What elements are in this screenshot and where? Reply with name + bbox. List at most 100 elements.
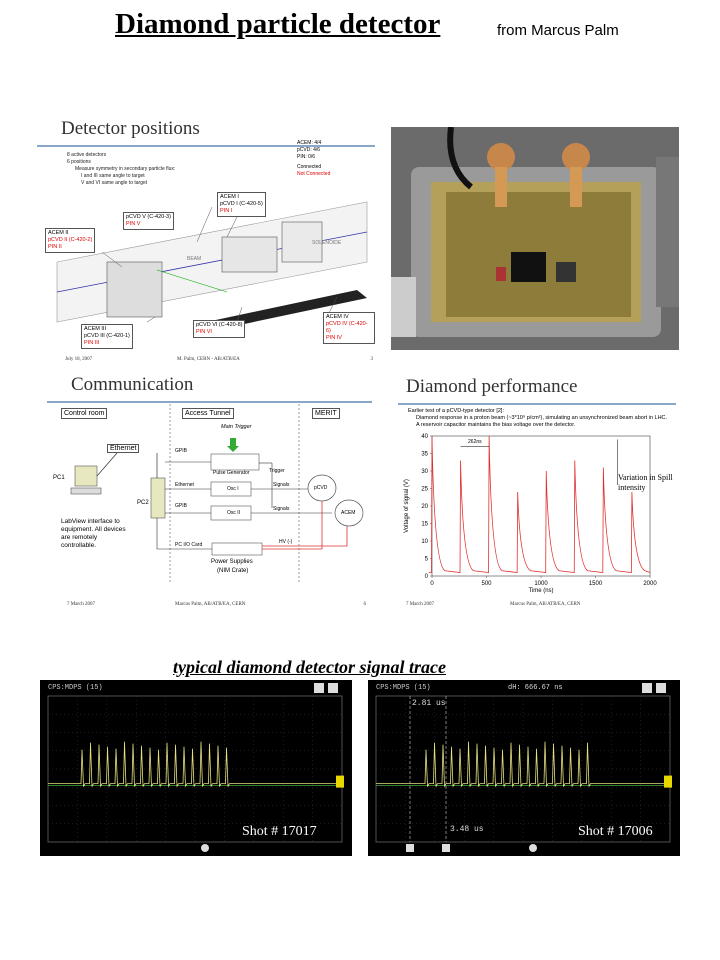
labview-note: LabView interface to equipment. All devi… [61,518,126,549]
signal-trace [48,741,342,787]
x-tick-label: 1500 [589,581,603,587]
y-tick-label: 0 [425,574,429,580]
box-line: ACEM III [84,326,107,332]
scope-screen [375,695,672,852]
detector-box-acem2: ACEM II pCVD II (C-420-2) PIN II [45,228,96,253]
box-line: ACEM II [48,230,69,236]
box-line: PIN VI [196,329,212,335]
box-line: PIN I [220,208,233,214]
y-tick-label: 40 [421,434,428,440]
y-tick-label: 20 [421,504,428,510]
divider [398,403,676,405]
box-line: pCVD I (C-420-5) [220,201,263,207]
ethernet-label: Ethernet [175,482,194,488]
box-line: ACEM IV [326,314,349,320]
x-tick-label: 500 [481,581,492,587]
detector-board-image [391,127,679,350]
trigger-marker [201,844,209,852]
zoom-in-icon[interactable] [314,683,324,693]
scope-screen [47,695,344,852]
slide-footer-right: 6 [363,602,367,607]
shot-number: Shot # 17017 [242,824,317,839]
pc1-label: PC1 [53,475,65,481]
bullet: 8 active detectors [67,152,107,158]
bullet: I and III same angle to target [81,173,145,179]
slide-title: Diamond performance [406,376,578,397]
signals-label: Signals [273,482,290,488]
pcvd-label: pCVD [314,485,328,491]
pc2-label: PC2 [137,500,149,506]
box-line: PIN III [84,340,100,346]
trigger-label: Trigger [269,468,285,474]
scope-trace-2: CPS:MDPS (15) dH: 666.67 ns 2.81 us 3.48… [368,680,680,856]
slide-footer-mid: M. Palm, CERN - AB/ATB/EA [177,357,240,362]
legend-item: Connected [297,164,322,170]
bullet: Diamond response in a proton beam (~3*10… [416,415,668,421]
pc-io-label: PC I/O Card [175,542,203,548]
cursor-handle [406,844,414,852]
section-control-room: Control room [61,408,108,419]
slide-footer-mid: Marcus Palm, AB/ATB/EA, CERN [175,602,246,607]
bullet: A reservoir capacitor maintains the bias… [416,422,576,428]
plot-area [431,435,651,577]
cursor-1-readout: 2.81 us [412,699,446,708]
box-line: ACEM I [220,194,239,200]
beam-label: BEAM [187,256,202,262]
scope-header: CPS:MDPS (15) [376,684,431,692]
scope-header: CPS:MDPS (15) [48,684,103,692]
box-line: PIN IV [326,335,342,341]
detector-box-pcvd5: pCVD V (C-420-3) PIN V [123,212,174,230]
y-tick-label: 35 [421,452,428,458]
ethernet-box: Ethernet [107,444,140,453]
solenoid-label: SOLENOIDE [312,240,342,246]
legend-item: Not Connected [297,171,331,177]
divider [37,145,375,147]
zoom-out-icon[interactable] [328,683,338,693]
pulse-generator-label: Pulse Generator [213,470,250,476]
bullet: 6 positions [67,159,91,165]
y-axis-label: Voltage of signal (V) [404,479,410,533]
cursor-2-readout: 3.48 us [450,825,484,834]
box-line: PIN V [126,221,141,227]
zoom-out-icon[interactable] [656,683,666,693]
y-tick-label: 30 [421,469,428,475]
zoom-in-icon[interactable] [642,683,652,693]
legend-item: ACEM: 4/4 [297,140,322,146]
x-tick-label: 1000 [534,581,548,587]
y-tick-label: 25 [421,487,428,493]
nim-crate-label: (NIM Crate) [217,568,249,574]
performance-bullets: Earlier test of a pCVD-type detector [2]… [408,408,668,429]
main-trigger-label: Main Trigger [221,424,252,430]
box-line: PIN II [48,244,62,250]
trigger-marker [529,844,537,852]
x-axis-label: Time (ns) [528,588,553,594]
acem-label: ACEM [341,510,356,516]
detector-box-acem1: ACEM I pCVD I (C-420-5) PIN I [217,192,266,217]
channel-marker [336,775,344,788]
x-tick-label: 2000 [643,581,657,587]
legend-item: PIN: 0/6 [297,154,316,160]
gpib-label: GPIB [175,448,187,454]
signals-label: Signals [273,506,290,512]
power-supplies-label: Power Supplies [211,559,253,565]
bullet: Earlier test of a pCVD-type detector [2]… [408,408,504,414]
signal-line [428,435,651,573]
detector-box-acem3: ACEM III pCVD III (C-420-1) PIN III [81,324,133,349]
gpib-label: GPIB [175,503,187,509]
slide-footer-mid: Marcus Palm, AB/ATB/EA, CERN [510,602,581,607]
cursor-handle [442,844,450,852]
y-tick-label: 15 [421,522,428,528]
slide-detector-positions: Detector positions 8 active detectors 6 … [37,112,375,365]
scope-trace-1: CPS:MDPS (15) Shot # 17017 [40,680,352,856]
page-title: Diamond particle detector [115,8,441,40]
legend-item: pCVD: 4/6 [297,147,321,153]
x-tick-label: 0 [430,581,434,587]
delta-readout: dH: 666.67 ns [508,684,563,692]
slide-footer-left: July 18, 2007 [65,357,93,362]
y-tick-label: 10 [421,539,428,545]
beamline-diagram [56,196,368,334]
legend: ACEM: 4/4 pCVD: 4/6 PIN: 0/6 Connected N… [297,140,330,178]
channel-marker [664,775,672,788]
hv-label: HV (-) [279,539,293,545]
